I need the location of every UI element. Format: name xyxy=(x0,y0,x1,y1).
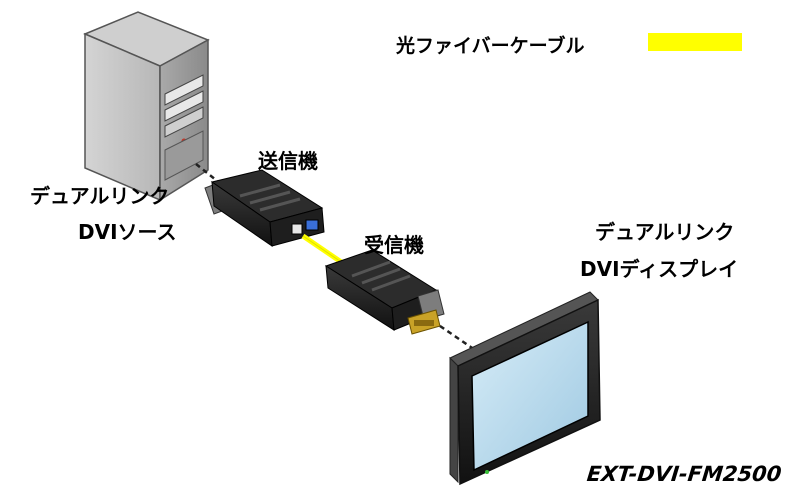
source-label-line1: デュアルリンク xyxy=(30,184,170,208)
pc-tower-icon xyxy=(83,11,210,202)
monitor-icon xyxy=(449,291,601,486)
legend-swatch xyxy=(648,33,742,51)
dvi-cable-source xyxy=(195,163,227,189)
receiver-label: 受信機 xyxy=(364,233,424,257)
legend-label: 光ファイバーケーブル xyxy=(396,35,585,57)
display-label-line2: DVIディスプレイ xyxy=(580,257,739,281)
receiver-device-icon xyxy=(324,249,445,335)
model-number: EXT-DVI-FM2500 xyxy=(585,462,783,486)
transmitter-device-icon xyxy=(204,169,325,248)
transmitter-label: 送信機 xyxy=(258,149,318,173)
display-label-line1: デュアルリンク xyxy=(595,220,735,244)
source-label-line2: DVIソース xyxy=(78,220,177,244)
